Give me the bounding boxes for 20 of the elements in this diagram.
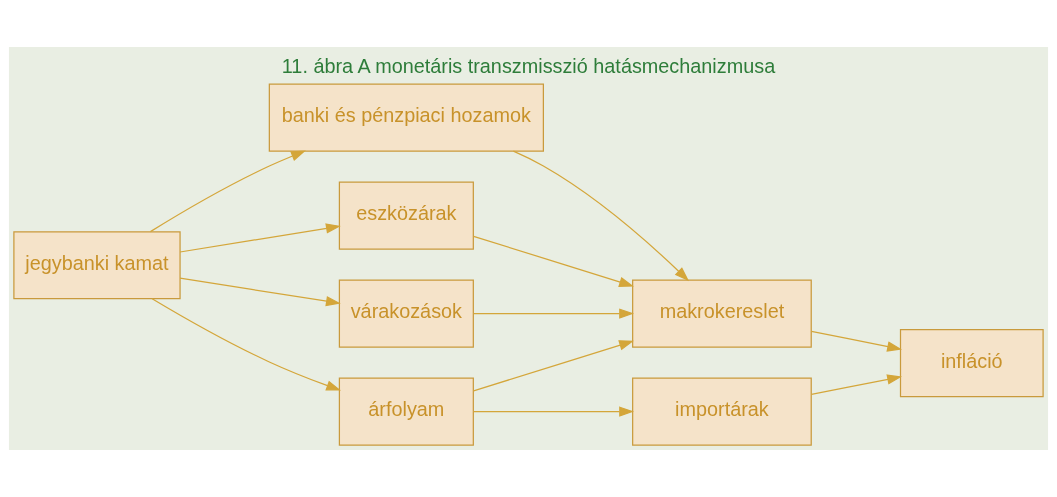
node-box: jegybanki kamat — [13, 231, 181, 300]
arrow — [473, 235, 634, 287]
node-box: várakozások — [338, 279, 474, 348]
arrow — [179, 277, 341, 307]
arrow — [810, 330, 903, 352]
arrow — [149, 150, 306, 233]
node-box: makrokereslet — [632, 279, 812, 348]
node-box: infláció — [899, 329, 1044, 398]
arrow — [512, 150, 690, 282]
arrow — [151, 298, 342, 391]
node-box: eszközárak — [338, 181, 474, 250]
node-box: importárak — [632, 377, 812, 446]
node-box: banki és pénzpiaci hozamok — [268, 83, 544, 152]
arrow — [473, 406, 635, 417]
arrow — [473, 308, 635, 319]
arrow — [179, 223, 341, 253]
node-box: árfolyam — [338, 377, 474, 446]
diagram-title: 11. ábra A monetáris transzmisszió hatásmechanizmusa — [281, 54, 776, 77]
arrow — [810, 374, 903, 395]
arrow — [473, 340, 634, 392]
